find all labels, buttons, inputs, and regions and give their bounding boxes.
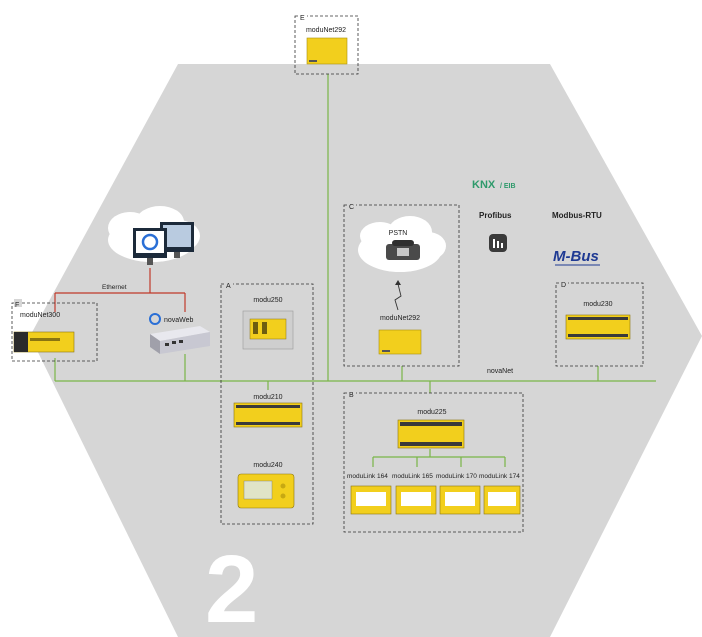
modulink170-label: moduLink 170 [436,473,477,480]
pstn-cloud-icon [358,216,446,272]
hexagon-background [30,64,702,637]
modbus-rtu-label: Modbus-RTU [552,211,602,220]
profibus-label: Profibus [479,211,512,220]
telephone-icon [386,240,420,260]
modulink170-device [439,485,481,515]
modu225-label: modu225 [417,409,446,416]
modu240-label: modu240 [253,462,282,469]
lonmark-logo [489,234,507,252]
novaweb-device [150,326,210,354]
page-number: 2 [205,536,258,637]
modem-link-icon [394,280,402,311]
modu210-label: modu210 [253,394,282,401]
modulink174-label: moduLink 174 [479,473,520,480]
group-b-box [343,392,524,533]
group-f-label: F [15,302,19,309]
knx-logo: KNX [472,179,496,191]
ethernet-lines [54,268,186,312]
modu225-device [397,419,465,449]
group-a-label: A [226,283,231,290]
workstation-cloud-icon [108,206,200,265]
group-c-box [343,204,460,367]
novaweb-ie-icon [149,313,161,325]
modunet292-c-label: moduNet292 [380,315,420,322]
group-a-box [220,283,314,525]
modulink174-device [483,485,521,515]
group-b-label: B [349,392,354,399]
modunet292-c-device [378,329,422,355]
modu240-device [237,473,295,509]
ethernet-label: Ethernet [102,284,127,291]
eib-label: / EIB [500,183,516,190]
group-e-label: E [300,15,305,22]
group-c-label: C [349,204,354,211]
modulink165-device [395,485,437,515]
modulink164-device [350,485,392,515]
modunet300-device [13,331,75,353]
modu250-label: modu250 [253,297,282,304]
modulink165-label: moduLink 165 [392,473,433,480]
novanet-bus [54,74,656,467]
group-f-box [11,302,98,362]
modu230-device [565,314,631,340]
ie-browser-icon [141,233,159,251]
mbus-logo: M-Bus [553,248,599,265]
modu210-device [233,402,303,428]
modu230-label: modu230 [583,301,612,308]
group-d-label: D [561,282,566,289]
modunet292-top-label: moduNet292 [306,27,346,34]
modulink164-label: moduLink 164 [347,473,388,480]
modunet292-top-device [306,37,348,65]
group-e-box [294,15,359,75]
modunet300-label: moduNet300 [20,312,60,319]
modu250-device [242,310,294,350]
novaweb-label: novaWeb [164,317,194,324]
novanet-label: novaNet [487,368,513,375]
pstn-label: PSTN [389,230,408,237]
